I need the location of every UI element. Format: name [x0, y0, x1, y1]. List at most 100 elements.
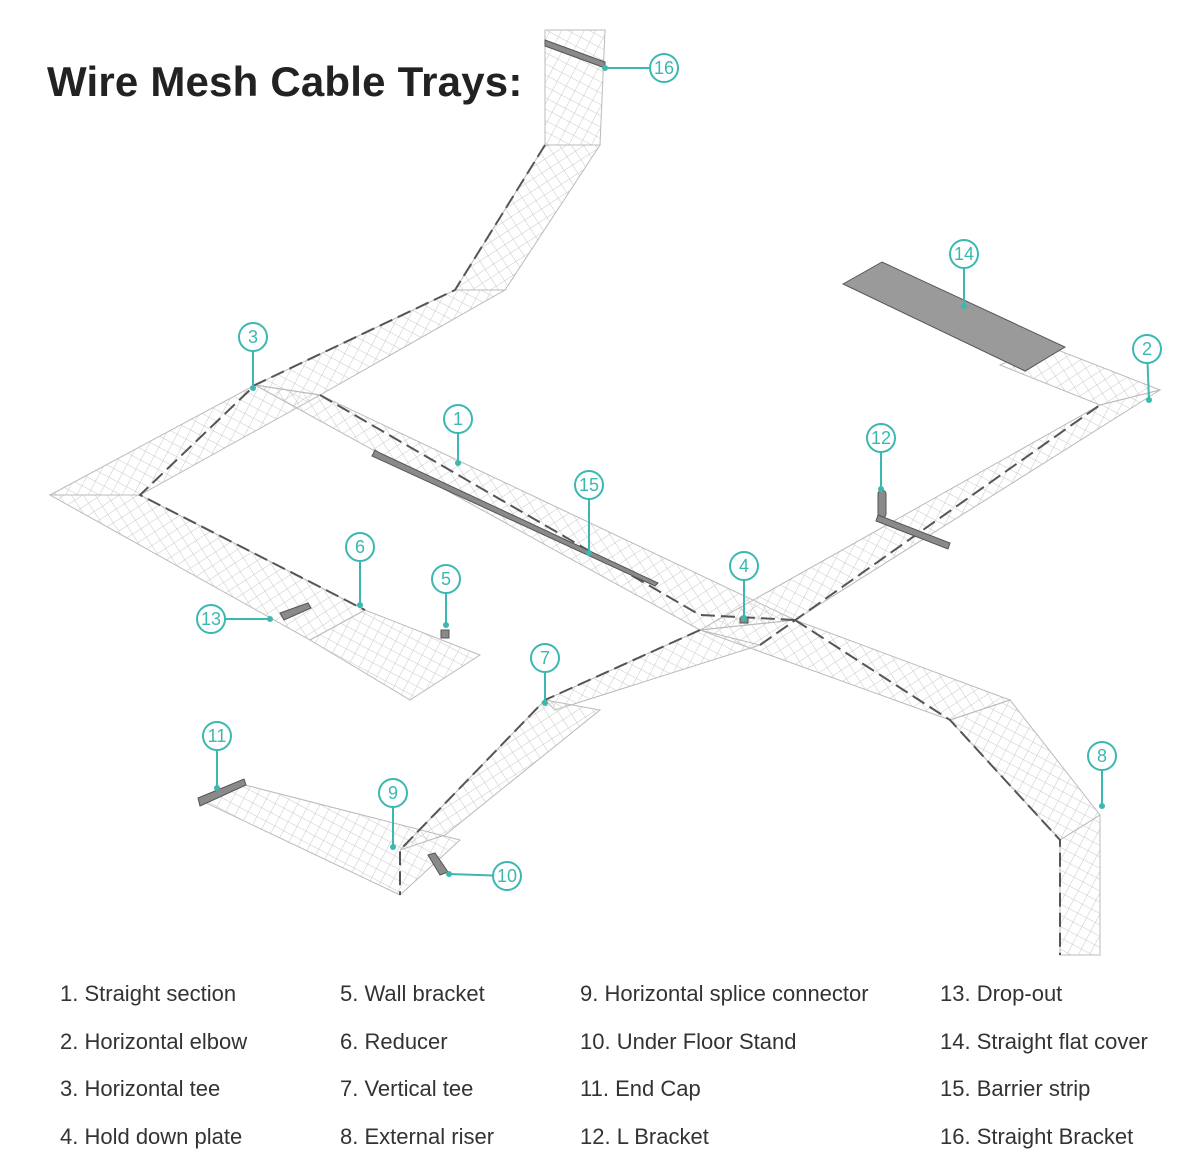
callout-number-4: 4	[739, 556, 749, 576]
drop-out	[279, 602, 312, 621]
legend-item-10: 10. Under Floor Stand	[580, 1028, 797, 1054]
callout-dot-13	[267, 616, 273, 622]
tray-edges	[138, 144, 1101, 955]
callout-1: 1	[443, 404, 473, 466]
tray-riser-slope	[949, 699, 1101, 841]
callout-16: 16	[602, 53, 679, 83]
legend-item-9: 9. Horizontal splice connector	[580, 981, 869, 1006]
l-bracket	[877, 489, 887, 519]
legend-item-5: 5. Wall bracket	[340, 981, 485, 1006]
callout-10: 10	[446, 861, 522, 891]
callout-number-8: 8	[1097, 746, 1107, 766]
callout-dot-16	[602, 65, 608, 71]
legend-column-3: 9. Horizontal splice connector 10. Under…	[580, 975, 869, 1166]
callout-dot-12	[878, 486, 884, 492]
callout-circle-10	[492, 861, 522, 891]
callout-dot-7	[542, 700, 548, 706]
callout-circle-14	[949, 239, 979, 269]
legend-item-16: 16. Straight Bracket	[940, 1124, 1134, 1150]
tray-endcap-run	[198, 784, 462, 896]
legend-item-12: 12. L Bracket	[580, 1124, 709, 1150]
legend-item-13: 13. Drop-out	[940, 981, 1063, 1006]
legend-item-15: 15. Barrier strip	[940, 1076, 1091, 1102]
callout-circle-6	[345, 532, 375, 562]
callout-2: 2	[1132, 334, 1162, 403]
callout-7: 7	[530, 643, 560, 706]
callout-number-14: 14	[954, 244, 974, 264]
legend-column-1: 1. Straight section 2. Horizontal elbow …	[60, 975, 247, 1166]
tray-reducer	[308, 609, 482, 701]
legend-item-2: 2. Horizontal elbow	[60, 1028, 248, 1054]
wall-bracket	[440, 629, 450, 639]
end-cap	[197, 778, 247, 807]
callout-circle-9	[378, 778, 408, 808]
callout-dot-5	[443, 622, 449, 628]
callout-circle-15	[574, 470, 604, 500]
callout-dot-2	[1146, 397, 1152, 403]
tray-riser-bottom	[1059, 814, 1101, 956]
callout-number-9: 9	[388, 783, 398, 803]
legend-item-7: 7. Vertical tee	[340, 1076, 474, 1102]
legend-item-14: 14. Straight flat cover	[940, 1028, 1148, 1054]
callout-dot-6	[357, 602, 363, 608]
callout-14: 14	[949, 239, 979, 309]
callout-dot-15	[586, 550, 592, 556]
callout-leader-2	[1146, 362, 1150, 401]
callout-circle-11	[202, 721, 232, 751]
legend: 1. Straight section 2. Horizontal elbow …	[0, 975, 1200, 1165]
callout-number-12: 12	[871, 428, 891, 448]
tray-slope-top	[454, 144, 601, 291]
l-bracket-base	[875, 514, 951, 550]
tray-network	[48, 29, 1162, 956]
legend-item-4: 4. Hold down plate	[60, 1124, 243, 1150]
callout-number-3: 3	[248, 327, 258, 347]
legend-item-3: 3. Horizontal tee	[60, 1076, 221, 1102]
callout-dot-11	[214, 785, 220, 791]
callout-leader-10	[448, 873, 494, 877]
callout-9: 9	[378, 778, 408, 850]
callout-number-6: 6	[355, 537, 365, 557]
callout-11: 11	[202, 721, 232, 791]
callout-number-16: 16	[654, 58, 674, 78]
tray-to-elbow	[699, 389, 1161, 631]
callout-dot-3	[250, 385, 256, 391]
callout-circle-12	[866, 423, 896, 453]
tray-straight	[254, 384, 797, 631]
callout-dot-10	[446, 871, 452, 877]
callout-13: 13	[196, 604, 273, 634]
callout-4: 4	[729, 551, 759, 621]
legend-item-1: 1. Straight section	[60, 981, 237, 1006]
barrier-strip	[371, 449, 659, 587]
callout-circle-3	[238, 322, 268, 352]
callout-dot-8	[1099, 803, 1105, 809]
legend-item-8: 8. External riser	[340, 1124, 495, 1150]
callout-number-1: 1	[453, 409, 463, 429]
callout-number-10: 10	[497, 866, 517, 886]
callout-dot-14	[961, 303, 967, 309]
callout-number-7: 7	[540, 648, 550, 668]
callout-circle-8	[1087, 741, 1117, 771]
straight-flat-cover	[841, 261, 1067, 372]
legend-item-6: 6. Reducer	[340, 1028, 448, 1054]
callout-12: 12	[866, 423, 896, 492]
tray-parts	[197, 39, 1067, 876]
callout-6: 6	[345, 532, 375, 608]
tray-run-upper	[253, 289, 507, 396]
legend-column-4: 13. Drop-out 14. Straight flat cover 15.…	[940, 975, 1148, 1166]
legend-column-2: 5. Wall bracket 6. Reducer 7. Vertical t…	[340, 975, 494, 1166]
callout-5: 5	[431, 564, 461, 628]
callout-number-11: 11	[208, 726, 227, 746]
callout-15: 15	[574, 470, 604, 556]
callout-circle-4	[729, 551, 759, 581]
tray-down-slope	[399, 699, 602, 851]
callout-circle-16	[649, 53, 679, 83]
callout-dot-9	[390, 844, 396, 850]
callout-number-13: 13	[201, 609, 221, 629]
callout-number-5: 5	[441, 569, 451, 589]
callout-circle-13	[196, 604, 226, 634]
callout-circle-5	[431, 564, 461, 594]
callout-3: 3	[238, 322, 268, 391]
callout-number-2: 2	[1142, 339, 1152, 359]
